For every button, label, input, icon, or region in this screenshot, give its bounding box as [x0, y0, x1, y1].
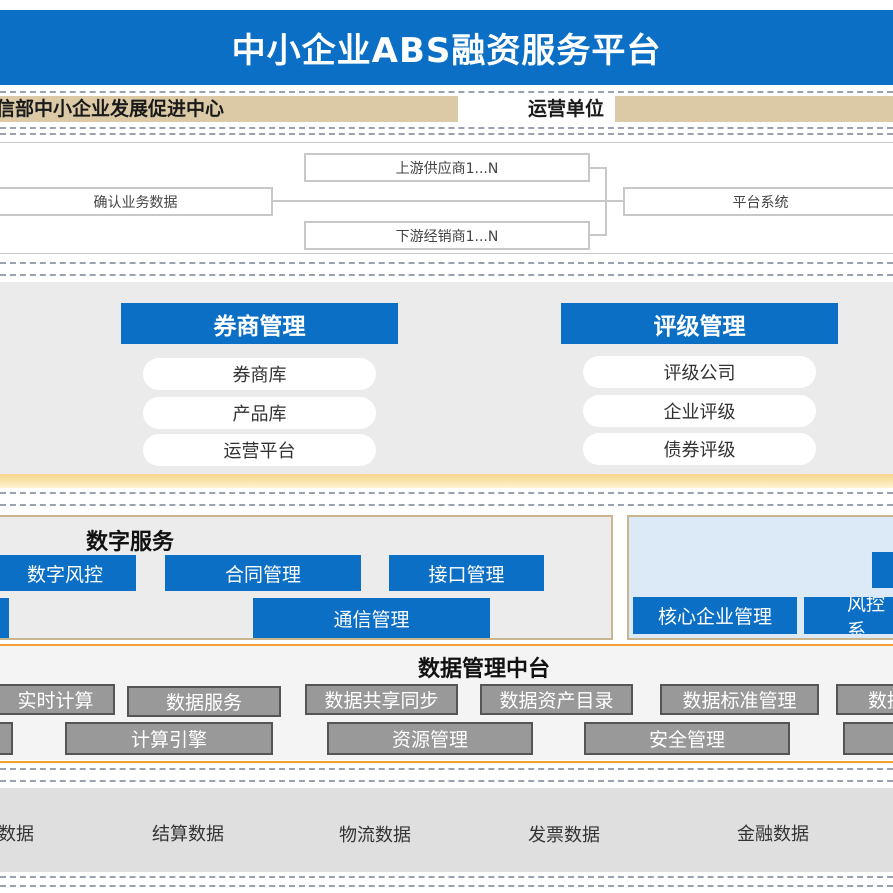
digital-service-button-partial[interactable] — [0, 598, 9, 638]
rating-item[interactable]: 企业评级 — [583, 395, 816, 427]
sponsor-bar-right — [615, 96, 893, 122]
data-platform-item[interactable]: 安全管理 — [584, 722, 790, 755]
data-platform-item-partial[interactable] — [843, 722, 893, 755]
brokerage-header: 券商管理 — [121, 303, 398, 344]
sponsor-bar-left — [0, 96, 458, 122]
page-title: 中小企业ABS融资服务平台 — [0, 10, 893, 85]
digital-service-title: 数字服务 — [86, 530, 175, 555]
rating-header: 评级管理 — [561, 303, 838, 344]
communication-management-button[interactable]: 通信管理 — [253, 598, 490, 638]
data-platform-title: 数据管理中台 — [418, 657, 551, 682]
data-source-label: 结算数据 — [152, 824, 224, 845]
brokerage-item[interactable]: 券商库 — [143, 358, 376, 390]
rating-item[interactable]: 评级公司 — [583, 356, 816, 388]
data-source-label: 数据 — [0, 824, 34, 845]
panel-strip — [0, 474, 893, 488]
flow-connector — [588, 234, 606, 236]
flow-area — [0, 142, 893, 254]
rating-item[interactable]: 债券评级 — [583, 433, 816, 465]
data-platform-item[interactable]: 计算引擎 — [65, 722, 273, 755]
data-platform-item-partial[interactable] — [0, 722, 13, 755]
sponsor-right-text: 运营单位 — [528, 98, 605, 120]
divider — [0, 504, 893, 506]
core-enterprise-button[interactable]: 核心企业管理 — [633, 597, 797, 634]
divider — [0, 780, 893, 782]
data-platform-item[interactable]: 数据服务 — [127, 686, 281, 717]
data-platform-item[interactable]: 资源管理 — [327, 722, 533, 755]
brokerage-item[interactable]: 运营平台 — [143, 434, 376, 466]
sponsor-left-text: 信部中小企业发展促进中心 — [0, 98, 225, 120]
flow-connector — [272, 200, 606, 202]
digital-risk-button[interactable]: 数字风控 — [0, 555, 136, 591]
data-source-label: 金融数据 — [737, 824, 809, 845]
data-platform-item[interactable]: 数据共享同步 — [305, 684, 458, 715]
divider — [0, 262, 893, 264]
divider — [0, 885, 893, 887]
data-platform-item[interactable]: 数据标准管理 — [660, 684, 819, 715]
flow-connector — [605, 200, 625, 202]
data-platform-item[interactable]: 数据资产目录 — [480, 684, 633, 715]
divider — [0, 876, 893, 878]
contract-management-button[interactable]: 合同管理 — [165, 555, 361, 591]
core-panel-header-partial[interactable] — [872, 552, 893, 588]
upstream-supplier-box: 上游供应商1...N — [304, 153, 590, 182]
data-source-panel — [0, 788, 893, 872]
divider — [0, 768, 893, 770]
flow-connector — [588, 167, 606, 169]
divider — [0, 133, 893, 135]
confirm-data-box: 确认业务数据 — [0, 187, 273, 216]
interface-management-button[interactable]: 接口管理 — [389, 555, 544, 591]
orange-divider — [0, 761, 893, 763]
divider — [0, 492, 893, 494]
divider — [0, 127, 893, 129]
data-platform-item[interactable]: 数据 — [836, 684, 893, 715]
brokerage-item[interactable]: 产品库 — [143, 397, 376, 429]
divider — [0, 274, 893, 276]
downstream-distributor-box: 下游经销商1...N — [304, 221, 590, 250]
data-source-label: 发票数据 — [528, 825, 600, 846]
orange-divider — [0, 644, 893, 646]
platform-system-box: 平台系统 — [623, 187, 893, 216]
risk-system-button[interactable]: 风控系 — [804, 597, 893, 634]
data-platform-item[interactable]: 实时计算 — [0, 684, 115, 715]
divider — [0, 91, 893, 93]
data-source-label: 物流数据 — [339, 825, 411, 846]
